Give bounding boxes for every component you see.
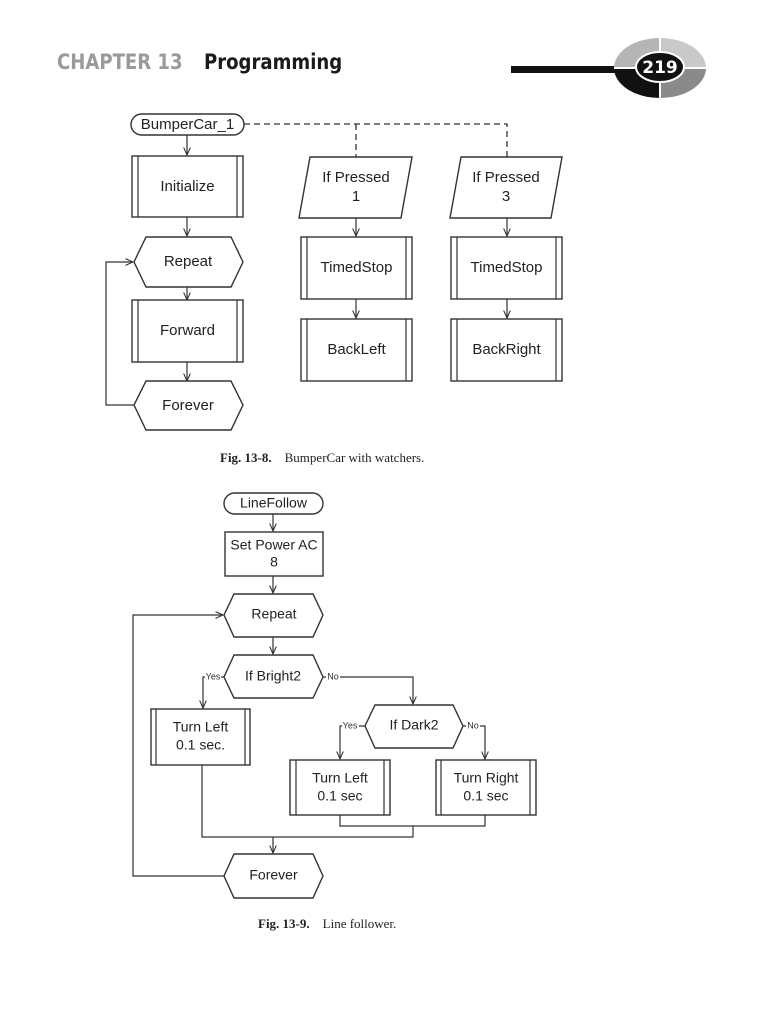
caption-label: Fig. 13-8. bbox=[220, 450, 272, 465]
loop-start-repeat: Repeat bbox=[133, 236, 244, 288]
figure-caption-13-8: Fig. 13-8. BumperCar with watchers. bbox=[220, 450, 424, 466]
node-label: If Dark2 bbox=[389, 717, 438, 733]
node-label: Repeat bbox=[164, 253, 213, 270]
caption-text: BumperCar with watchers. bbox=[284, 450, 425, 465]
process-set-power: Set Power AC 8 bbox=[224, 531, 324, 577]
node-label: If Pressed bbox=[322, 169, 390, 186]
subroutine-forward: Forward bbox=[131, 299, 244, 363]
page-number: 219 bbox=[642, 58, 678, 78]
watcher-line-3 bbox=[244, 123, 508, 157]
subroutine-initialize: Initialize bbox=[131, 155, 244, 218]
branch-label-yes: Yes bbox=[206, 671, 221, 681]
decision-if-bright2: If Bright2 bbox=[223, 654, 324, 699]
node-label: BumperCar_1 bbox=[141, 116, 234, 133]
branch-label-yes: Yes bbox=[343, 720, 358, 730]
loop-end-forever: Forever bbox=[133, 380, 244, 431]
merge-line-bright bbox=[201, 765, 414, 838]
loop-back-line bbox=[132, 615, 224, 877]
page-number-badge: 219 bbox=[511, 38, 706, 98]
subroutine-turn-left-a: Turn Left 0.1 sec. bbox=[150, 708, 251, 766]
node-label: TimedStop bbox=[471, 259, 543, 276]
subroutine-backleft: BackLeft bbox=[300, 318, 413, 382]
node-label: 0.1 sec bbox=[317, 788, 362, 804]
subroutine-turn-left-b: Turn Left 0.1 sec bbox=[289, 759, 391, 816]
node-label: Forever bbox=[249, 867, 298, 883]
start-terminal-linefollow: LineFollow bbox=[223, 492, 324, 515]
header-rule bbox=[511, 66, 631, 73]
branch-label-no: No bbox=[327, 671, 339, 681]
subroutine-timedstop-3: TimedStop bbox=[450, 236, 563, 300]
node-label: Forever bbox=[162, 397, 214, 414]
node-label: Repeat bbox=[251, 606, 296, 622]
caption-text: Line follower. bbox=[322, 916, 397, 931]
node-label: Turn Right bbox=[454, 770, 519, 786]
node-label: BackLeft bbox=[327, 341, 386, 358]
chapter-label: CHAPTER 13 bbox=[57, 50, 183, 74]
node-label: Initialize bbox=[160, 178, 214, 195]
node-label: 0.1 sec bbox=[463, 788, 508, 804]
figure-caption-13-9: Fig. 13-9. Line follower. bbox=[258, 916, 396, 932]
loop-back-line bbox=[105, 262, 134, 406]
subroutine-turn-right: Turn Right 0.1 sec bbox=[435, 759, 537, 816]
decision-if-dark2: If Dark2 bbox=[364, 704, 464, 749]
subroutine-timedstop-1: TimedStop bbox=[300, 236, 413, 300]
caption-label: Fig. 13-9. bbox=[258, 916, 310, 931]
figure-13-9: LineFollow Set Power AC 8 Repeat If Brig… bbox=[132, 492, 537, 899]
loop-start-repeat: Repeat bbox=[223, 593, 324, 638]
loop-end-forever: Forever bbox=[223, 853, 324, 899]
figure-13-8: BumperCar_1 Initialize Repeat Forward bbox=[105, 113, 563, 431]
node-label: 8 bbox=[270, 554, 278, 570]
node-label: Forward bbox=[160, 322, 215, 339]
node-label: BackRight bbox=[472, 341, 541, 358]
node-label: 0.1 sec. bbox=[176, 737, 225, 753]
node-label: 1 bbox=[352, 188, 360, 205]
node-label: If Pressed bbox=[472, 169, 540, 186]
branch-label-no: No bbox=[467, 720, 479, 730]
chapter-title: Programming bbox=[204, 50, 343, 74]
node-label: Turn Left bbox=[312, 770, 368, 786]
node-label: 3 bbox=[502, 188, 510, 205]
start-terminal-bumpercar: BumperCar_1 bbox=[130, 113, 245, 136]
node-label: TimedStop bbox=[321, 259, 393, 276]
watcher-if-pressed-1: If Pressed 1 bbox=[298, 156, 413, 219]
node-label: Set Power AC bbox=[230, 537, 317, 553]
node-label: Turn Left bbox=[173, 719, 229, 735]
page-number-oval bbox=[635, 51, 685, 83]
merge-line-dark bbox=[339, 815, 486, 827]
node-label: If Bright2 bbox=[245, 668, 301, 684]
node-label: LineFollow bbox=[240, 495, 308, 511]
watcher-if-pressed-3: If Pressed 3 bbox=[449, 156, 563, 219]
subroutine-backright: BackRight bbox=[450, 318, 563, 382]
